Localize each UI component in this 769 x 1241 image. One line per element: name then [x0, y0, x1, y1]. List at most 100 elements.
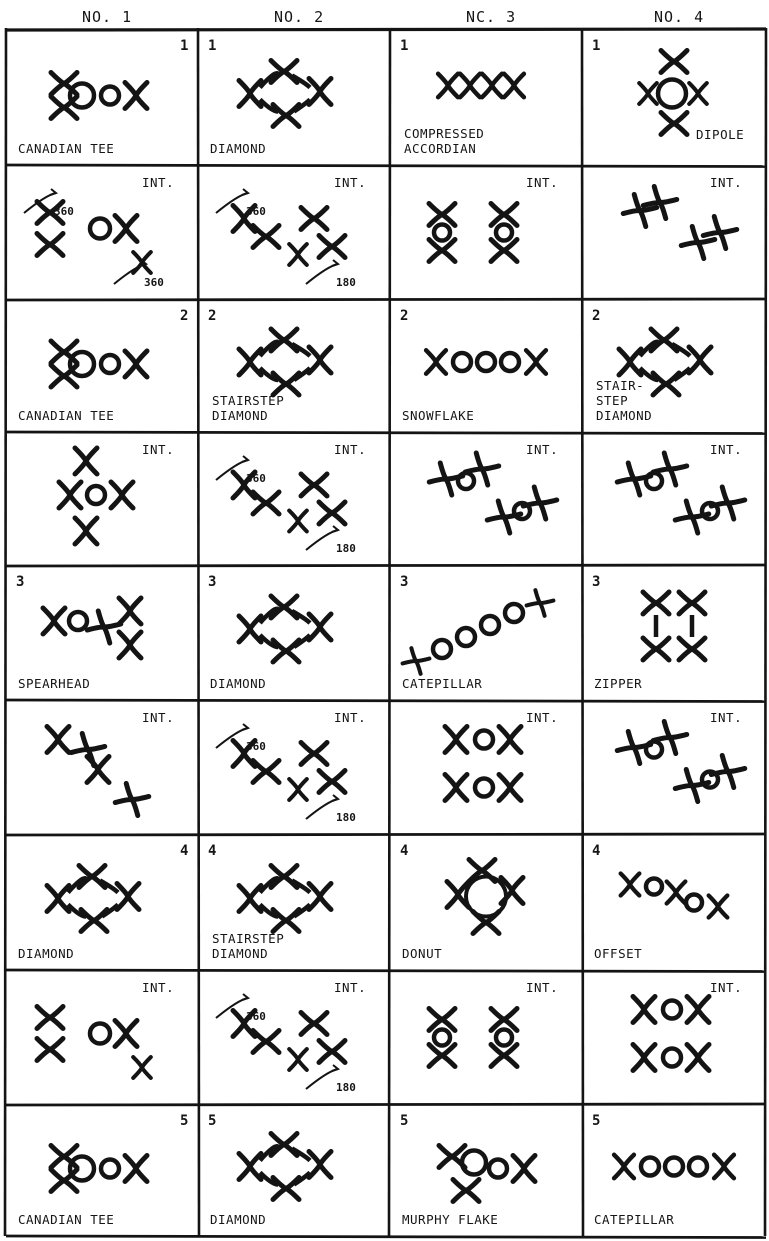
grid-vline: [765, 28, 766, 1236]
cell-number: 1: [180, 38, 188, 54]
skydiver-figure: [37, 1007, 63, 1029]
skydiver-figure: [619, 349, 641, 375]
skydiver-figure: [438, 74, 458, 97]
formation-cell: 4OFFSET: [592, 843, 727, 961]
rotation-degrees: 360: [54, 205, 74, 218]
skydiver-figure: [115, 783, 149, 815]
cell-number: 2: [180, 308, 188, 324]
skydiver-figure: [643, 592, 669, 614]
formation-name: CATEPILLAR: [594, 1212, 674, 1227]
cell-number: 5: [180, 1113, 188, 1129]
rotation-degrees: 180: [336, 811, 356, 824]
skydiver-figure: [465, 453, 499, 485]
formation-name: STAIRSTEP: [212, 393, 284, 408]
skydiver-figure: [87, 757, 109, 783]
skydiver-figure: [119, 632, 141, 658]
formation-name: ACCORDIAN: [404, 141, 476, 156]
formation-cell: 3DIAMOND: [208, 574, 331, 691]
skydiver-figure: [75, 448, 97, 474]
formation-name: SPEARHEAD: [18, 676, 90, 691]
grip-ring: [646, 879, 662, 895]
skydiver-figure: [714, 1155, 734, 1178]
skydiver-figure: [273, 910, 299, 932]
skydiver-figure: [59, 482, 81, 508]
formation-cell: INT. 360 180: [216, 175, 366, 289]
skydiver-figure: [643, 638, 669, 660]
formation-cell: INT.: [37, 980, 174, 1078]
skydiver-figure: [319, 502, 345, 524]
rotation-degrees: 180: [336, 276, 356, 289]
grid-hline: [6, 299, 766, 300]
cell-number: 5: [592, 1113, 600, 1129]
skydiver-figure: [526, 350, 546, 373]
skydiver-figure: [639, 83, 657, 104]
skydiver-figure: [679, 638, 705, 660]
formation-cell: 2SNOWFLAKE: [400, 308, 546, 423]
skydiver-figure: [239, 886, 261, 912]
skydiver-figure: [289, 244, 307, 265]
grip-link: [68, 878, 118, 916]
cell-number: 2: [400, 308, 408, 324]
interim-label: INT.: [334, 175, 366, 190]
skydiver-figure: [271, 1134, 297, 1156]
interim-label: INT.: [526, 710, 558, 725]
cell-number: 2: [592, 308, 600, 324]
rotation-arrow: [216, 998, 248, 1018]
formation-cell: 1CANADIAN TEE: [18, 38, 188, 156]
formation-name: STEP: [596, 393, 628, 408]
cell-number: 5: [400, 1113, 408, 1129]
interim-label: INT.: [710, 980, 742, 995]
skydiver-figure: [115, 216, 137, 242]
skydiver-figure: [499, 727, 521, 753]
formation-name: DIAMOND: [212, 408, 268, 423]
skydiver-figure: [37, 234, 63, 256]
skydiver-figure: [125, 83, 147, 109]
formation-cell: 5MURPHY FLAKE: [400, 1113, 535, 1227]
rotation-arrow: [306, 1069, 338, 1089]
formation-cell: 4DONUT: [400, 843, 523, 961]
arrow-head: [332, 795, 338, 801]
formation-cell: INT.: [429, 442, 558, 533]
skydiver-figure: [460, 74, 480, 97]
grip-ring: [477, 353, 495, 371]
skydiver-figure: [43, 608, 65, 634]
skydiver-figure: [445, 775, 467, 801]
grip-ring: [453, 353, 471, 371]
interim-label: INT.: [142, 710, 174, 725]
skydiver-figure: [689, 347, 711, 373]
skydiver-figure: [289, 779, 307, 800]
formation-name: DIAMOND: [596, 408, 652, 423]
formation-cell: INT.: [623, 175, 742, 259]
skydiver-figure: [643, 186, 677, 218]
skydiver-figure: [309, 347, 331, 373]
formation-name: DIAMOND: [18, 946, 74, 961]
formation-cell: INT.360180: [216, 980, 366, 1094]
arrow-head: [242, 456, 248, 462]
grip-ring: [663, 1001, 681, 1019]
skydiver-figure: [47, 727, 69, 753]
grip-ring: [505, 604, 523, 622]
rotation-degrees: 360: [246, 205, 266, 218]
grip-link: [260, 1146, 310, 1184]
skydiver-figure: [119, 598, 141, 624]
grid-hline: [6, 1236, 766, 1238]
skydiver-figure: [79, 866, 105, 888]
skydiver-figure: [273, 373, 299, 395]
formation-name: OFFSET: [594, 946, 642, 961]
skydiver-figure: [301, 1013, 327, 1035]
formation-name: DONUT: [402, 946, 442, 961]
skydiver-figure: [633, 1045, 655, 1071]
rotation-degrees: 180: [336, 1081, 356, 1094]
grip-ring: [481, 616, 499, 634]
rotation-degrees: 180: [336, 542, 356, 555]
cell-number: 1: [208, 38, 216, 54]
formation-cell: 4DIAMOND: [18, 843, 188, 961]
grip-link: [656, 615, 692, 637]
skydiver-figure: [301, 208, 327, 230]
skydiver-figure: [482, 74, 502, 97]
grid-vline: [582, 28, 583, 1236]
